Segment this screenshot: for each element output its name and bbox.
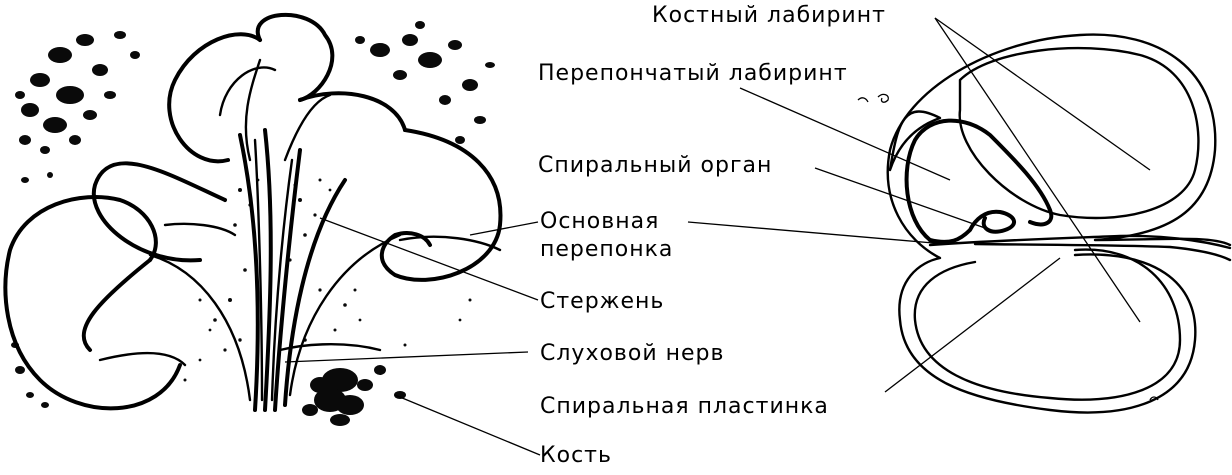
label-auditory-nerve: Слуховой нерв <box>540 341 725 366</box>
leader-basilar-membrane-right <box>687 221 946 245</box>
leader-auditory-nerve <box>284 351 529 363</box>
label-bony-labyrinth: Костный лабиринт <box>652 3 886 28</box>
leader-bony-labyrinth-1 <box>934 17 1151 171</box>
label-bone: Кость <box>540 443 612 468</box>
leader-spiral-lamina <box>884 257 1061 393</box>
leader-basilar-membrane <box>469 221 539 236</box>
leader-modiolus <box>319 217 539 301</box>
cochlear-duct-section <box>687 17 1232 414</box>
label-membranous-labyrinth: Перепончатый лабиринт <box>538 61 848 86</box>
label-basilar-membrane-line1: Основная <box>540 209 659 234</box>
labels: Костный лабиринт Перепончатый лабиринт С… <box>538 3 886 468</box>
label-spiral-lamina: Спиральная пластинка <box>540 394 829 419</box>
leader-spiral-organ <box>814 167 986 229</box>
leader-membranous-labyrinth <box>739 87 951 181</box>
leader-bone <box>394 394 541 456</box>
cochlear-turns <box>3 13 503 412</box>
bone-texture <box>11 21 495 426</box>
leader-bony-labyrinth-2 <box>934 17 1141 323</box>
cochlea-section <box>3 13 541 456</box>
label-basilar-membrane-line2: перепонка <box>540 237 673 262</box>
label-spiral-organ: Спиральный орган <box>538 153 772 178</box>
leader-lines-right <box>687 17 1151 393</box>
leader-lines-left <box>284 217 541 456</box>
label-modiolus: Стержень <box>540 289 664 314</box>
